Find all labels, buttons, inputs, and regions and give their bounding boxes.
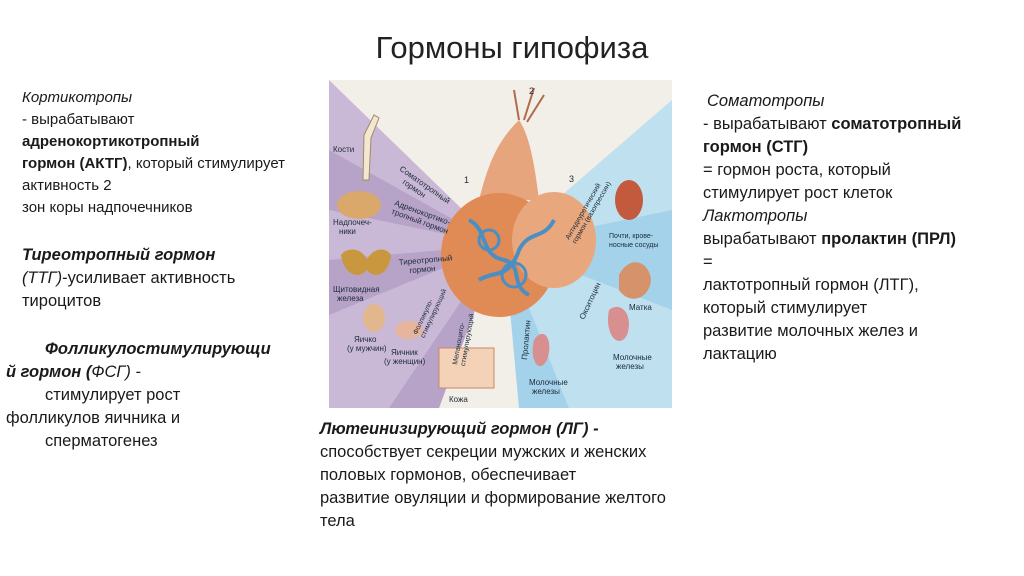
pituitary-diagram: 2 1 3 Кости Надпочеч- ники Щитовидная же… [329,80,672,408]
tsh-line3: тироцитов [22,292,102,310]
acth-description: , который стимулирует [127,155,286,172]
lh-line4: развитие овуляции и формирование желтого [320,489,666,507]
somatotrophs-line3: гормон (СТГ) [703,136,1023,159]
tsh-line1: Тиреотропный гормон [22,244,322,267]
label-mammary-right-2: железы [616,362,644,371]
label-adrenal: Надпочеч- [333,218,372,227]
somatotrophs-line5: стимулирует рост клеток [703,184,893,202]
label-mammary-2: железы [532,387,560,396]
lh-line5: тела [320,512,355,530]
kidney-icon [615,180,643,220]
marker-3: 3 [569,174,574,184]
corticotrophs-line4: гормон (АКТГ), который стимулирует [22,153,332,175]
label-thyroid-2: железа [337,294,364,303]
lh-line1: Лютеинизирующий гормон (ЛГ) - [320,418,740,441]
label-kidney-2: носные сосуды [609,242,658,249]
portal-vessel-1 [467,218,531,297]
corticotrophs-line2: - вырабатывают [22,111,135,128]
corticotrophs-block: Кортикотропы - вырабатывают адренокортик… [22,87,332,219]
fsh-title-part2: й гормон ( [6,363,92,381]
lh-line2: способствует секреции мужских и женских [320,443,647,461]
pituitary-diagram-svg: 2 1 3 Кости Надпочеч- ники Щитовидная же… [329,80,672,408]
lactotrophs-line7: вырабатывают пролактин (ПРЛ) [703,228,1023,251]
uterus-icon [619,262,651,299]
label-adrenal-2: ники [339,227,356,236]
corticotrophs-line3: адренокортикотропный [22,131,332,153]
ray-prolactin-text: Пролактин [520,320,532,360]
label-thyroid: Щитовидная [333,285,380,294]
fsh-line3: стимулирует рост [45,386,181,404]
lactotrophs-title: Лактотропы [703,207,808,225]
fsh-line1: Фолликулостимулирующи [6,338,326,361]
fsh-line4: фолликулов яичника и [6,409,181,427]
label-uterus: Матка [629,303,652,312]
adrenal-icon [337,191,381,219]
corticotrophs-title: Кортикотропы [22,89,133,106]
thyroid-icon [341,249,391,275]
testis-icon [363,304,385,332]
marker-1: 1 [464,175,469,185]
tsh-block: Тиреотропный гормон (ТТГ)-усиливает акти… [22,244,322,313]
somatotrophs-block: Соматотропы - вырабатывают соматотропный… [703,90,1023,366]
skin-icon [438,347,495,389]
label-kidney: Почти, крове- [609,233,654,240]
lh-title: Лютеинизирующий гормон (ЛГ) - [320,420,599,438]
vessel-loop-2 [500,261,528,289]
lactotrophs-line10: который стимулирует [703,299,868,317]
tsh-description: -усиливает активность [62,269,236,287]
mammary-right-icon [608,306,629,341]
ray-prolactin: Пролактин [520,320,532,360]
fsh-line5: сперматогенез [45,432,158,450]
lactotrophs-line7-text: вырабатывают [703,230,822,248]
label-ovary: Яичник [391,348,418,357]
vessel-loop-1 [477,228,501,252]
fsh-line2: й гормон (ФСГ) - [6,361,326,384]
somatotrophs-line4: = гормон роста, который [703,161,891,179]
ray-tsh-text-2: гормон [409,264,436,275]
label-testis: Яичко [354,335,377,344]
corticotrophs-line5: активность 2 [22,177,112,194]
stg-name-part1: соматотропный [831,115,962,133]
acth-name-part2: гормон (АКТГ) [22,155,128,172]
mammary-icon [532,333,550,367]
marker-2: 2 [529,86,534,96]
ovary-icon [395,321,423,339]
label-skin: Кожа [449,395,468,404]
corticotrophs-heading: Кортикотропы [22,87,332,109]
tsh-abbr: (ТТГ) [22,269,63,287]
lh-block: Лютеинизирующий гормон (ЛГ) - способству… [320,418,740,533]
lactotrophs-line9: лактотропный гормон (ЛТГ), [703,276,919,294]
portal-vessel-2 [477,218,556,282]
label-ovary-2: (у женщин) [384,357,426,366]
fsh-title-part1: Фолликулостимулирующи [45,340,271,358]
stg-name-part2: гормон (СТГ) [703,138,809,156]
lactotrophs-line11: развитие молочных желез и [703,322,918,340]
bone-icon [362,114,380,181]
lactotrophs-line8: = [703,253,713,271]
neurons [513,87,545,123]
prl-name: пролактин (ПРЛ) [821,230,956,248]
label-bones: Кости [333,145,354,154]
fsh-abbr: ФСГ) - [91,363,141,381]
lh-line3: половых гормонов, обеспечивает [320,466,577,484]
somatotrophs-title: Соматотропы [707,92,825,110]
corticotrophs-line6: зон коры надпочечников [22,199,193,216]
pituitary-stalk [479,120,539,200]
somatotrophs-line2: - вырабатывают соматотропный [703,113,1023,136]
fsh-block: Фолликулостимулирующи й гормон (ФСГ) - с… [6,338,326,453]
somatotrophs-line2-text: - вырабатывают [703,115,832,133]
label-mammary: Молочные [529,378,568,387]
slide-title: Гормоны гипофиза [375,30,649,65]
lactotrophs-heading: Лактотропы [703,205,1023,228]
posterior-lobe [512,192,596,288]
tsh-title: Тиреотропный гормон [22,246,216,264]
tsh-line2: (ТТГ)-усиливает активность [22,267,322,290]
acth-name-part1: адренокортикотропный [22,133,200,150]
lactotrophs-line12: лактацию [703,345,777,363]
label-mammary-right: Молочные [613,353,652,362]
label-testis-2: (у мужчин) [347,344,387,353]
somatotrophs-heading: Соматотропы [703,90,1023,113]
